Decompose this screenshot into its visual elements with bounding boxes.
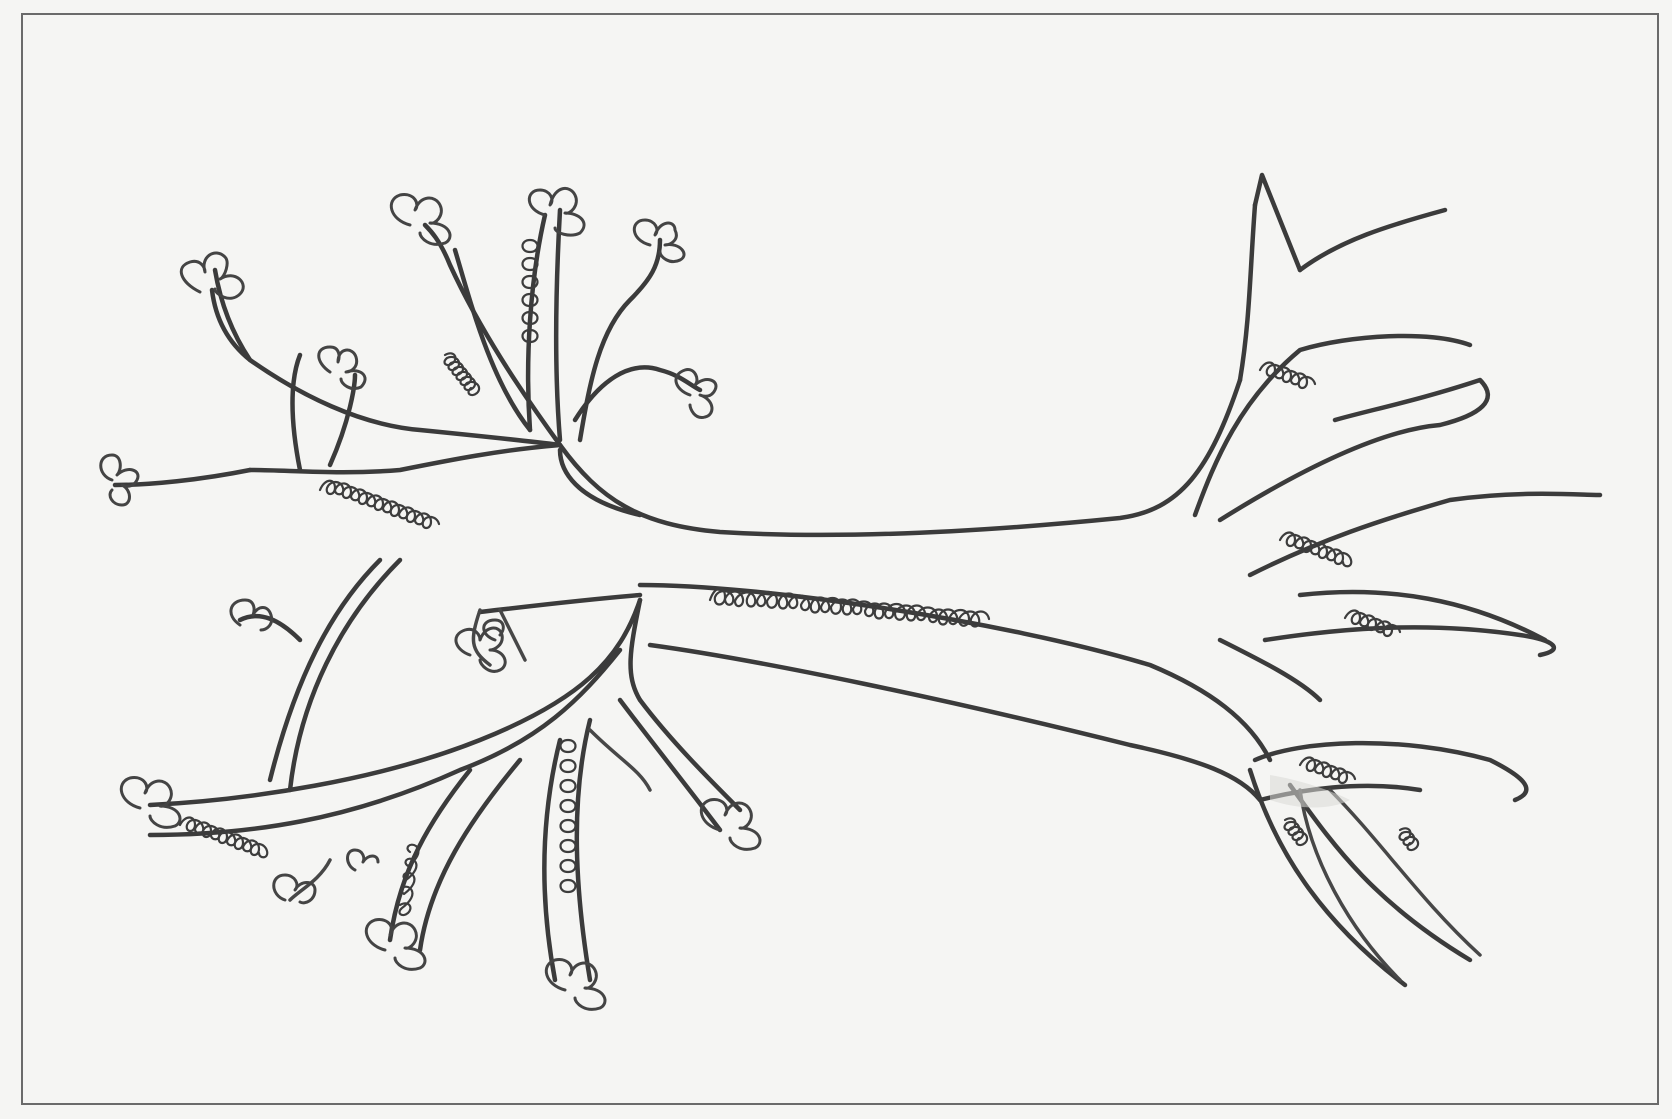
leaf-cluster: [701, 800, 760, 850]
handwritten-label-lower-vertical: [561, 740, 576, 892]
upper-left-branches: [115, 210, 700, 515]
leaf-cluster: [274, 875, 315, 903]
leaf-cluster: [529, 188, 584, 235]
handwritten-label-trunk: [710, 588, 989, 626]
handwritten-label-right-6: [1400, 828, 1419, 850]
leaf-cluster: [456, 628, 505, 671]
handwritten-label-upper-diagonal: [445, 353, 480, 395]
leaf-cluster: [348, 850, 379, 870]
handwritten-label-upper-left: [320, 481, 439, 528]
leaf-cluster: [319, 347, 365, 389]
leaf-cluster: [391, 195, 450, 245]
page-frame: [22, 14, 1658, 1104]
leaf-cluster: [546, 960, 605, 1010]
right-fork: [1195, 175, 1600, 985]
handwritten-label-right-4: [1300, 758, 1355, 784]
leaf-cluster: [101, 455, 138, 505]
leaf-clusters: [101, 188, 760, 1009]
handwritten-label-lower-left: [180, 818, 267, 858]
handwritten-label-right-5: [1285, 818, 1308, 845]
handwritten-label-right-3: [1345, 611, 1400, 637]
leaf-cluster: [366, 920, 425, 970]
